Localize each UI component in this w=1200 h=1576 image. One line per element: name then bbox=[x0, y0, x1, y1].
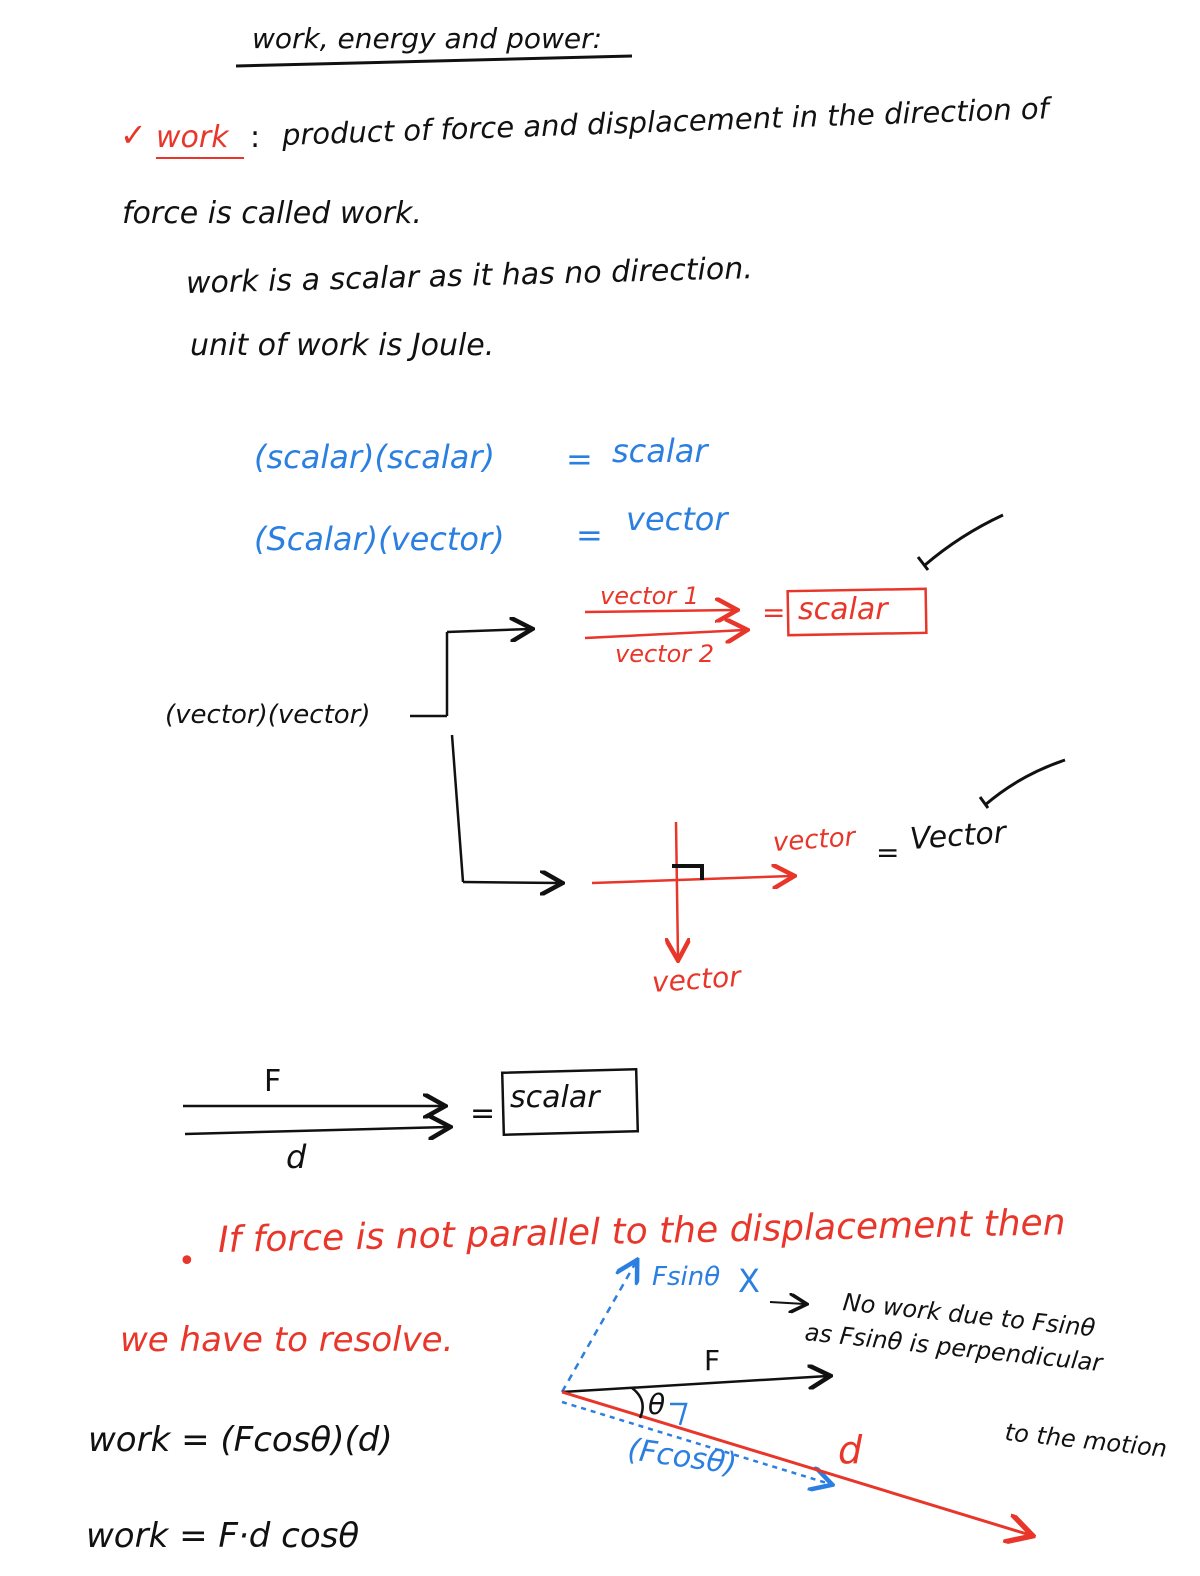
rule-1-left: (scalar)(scalar) bbox=[254, 438, 495, 476]
parallel-arrow-2 bbox=[584, 630, 745, 638]
rule-1-equals: = bbox=[566, 440, 593, 478]
rule-1-right: scalar bbox=[612, 432, 708, 470]
branch-top-arrow bbox=[446, 629, 530, 632]
bullet: • bbox=[178, 1244, 196, 1279]
checkmark-icon bbox=[924, 513, 1004, 567]
parallel-result: scalar bbox=[798, 592, 888, 627]
force-disp-result: scalar bbox=[510, 1080, 600, 1115]
fact-unit: unit of work is Joule. bbox=[190, 328, 495, 363]
parallel-label-top: vector 1 bbox=[600, 582, 700, 610]
checkmark-icon bbox=[978, 796, 990, 809]
diagram-displacement-label: d bbox=[838, 1428, 863, 1472]
displacement-arrow bbox=[184, 1127, 448, 1134]
perp-horizontal-arrow bbox=[591, 876, 792, 883]
checkmark-icon bbox=[916, 556, 930, 571]
fsin-x-arrow bbox=[769, 1302, 805, 1304]
fsin-cross-icon: X bbox=[738, 1262, 760, 1300]
boxed-answer bbox=[786, 587, 928, 637]
branch-bottom-arrow bbox=[462, 882, 560, 883]
fsin-label: Fsinθ bbox=[652, 1262, 721, 1292]
displacement-label: d bbox=[286, 1138, 307, 1176]
rule-2-right: vector bbox=[626, 500, 728, 538]
checkmark-icon bbox=[984, 758, 1066, 807]
rule-2-left: (Scalar)(vector) bbox=[254, 520, 505, 558]
vector-product-label: (vector)(vector) bbox=[165, 700, 371, 730]
boxed-answer bbox=[500, 1067, 640, 1137]
formula-2: work = F·d cosθ bbox=[86, 1516, 360, 1556]
title-underline bbox=[235, 54, 633, 68]
parallel-label-bottom: vector 2 bbox=[615, 640, 715, 668]
checkmark-icon: ✓ bbox=[120, 116, 147, 154]
parallel-arrow-1 bbox=[584, 610, 735, 612]
rule-2-equals: = bbox=[576, 516, 603, 554]
diagram-force-label: F bbox=[704, 1344, 721, 1377]
force-vector bbox=[561, 1376, 828, 1394]
parallel-equals: = bbox=[762, 596, 786, 629]
force-disp-equals: = bbox=[470, 1096, 496, 1131]
fsin-component-dashed bbox=[560, 1262, 636, 1393]
perp-equals: = bbox=[876, 836, 900, 869]
branch-down bbox=[450, 734, 465, 883]
fcos-component-dashed bbox=[561, 1400, 830, 1484]
page-title: work, energy and power: bbox=[252, 22, 603, 55]
perp-vertical-arrow bbox=[676, 821, 678, 958]
definition-term: work bbox=[156, 120, 229, 155]
formula-1: work = (Fcosθ)(d) bbox=[88, 1420, 393, 1460]
theta-label: θ bbox=[648, 1388, 666, 1421]
right-angle-mark bbox=[672, 864, 704, 880]
perp-label-down: vector bbox=[650, 959, 742, 999]
perp-result: Vector bbox=[908, 815, 1008, 857]
force-label: F bbox=[264, 1064, 282, 1099]
resolve-line-2: we have to resolve. bbox=[120, 1320, 454, 1360]
definition-colon: : bbox=[250, 120, 261, 155]
perp-label-right: vector bbox=[771, 822, 857, 858]
definition-line-2: force is called work. bbox=[122, 196, 422, 231]
fcos-pointer bbox=[670, 1402, 688, 1426]
theta-arc bbox=[631, 1387, 644, 1419]
